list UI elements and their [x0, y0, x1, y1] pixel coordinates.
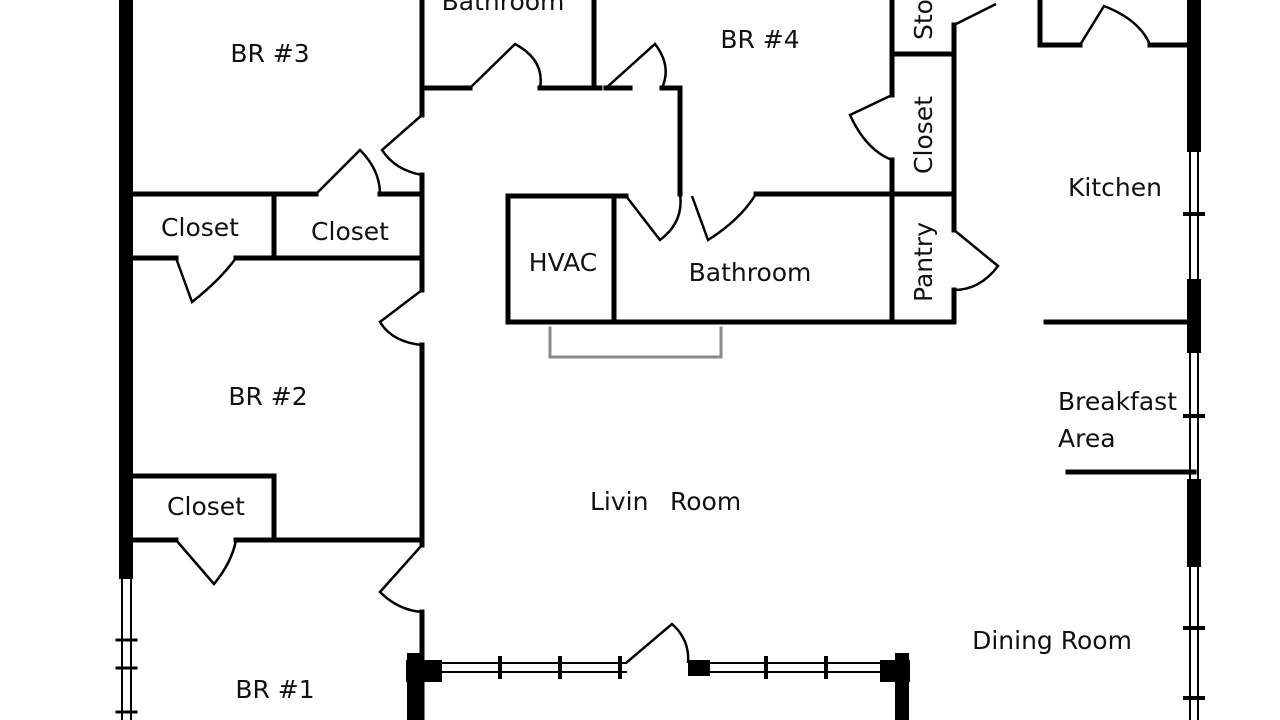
room-label-breakfast-line2: Area: [1058, 424, 1116, 453]
room-label-hvac: HVAC: [529, 248, 597, 277]
door-swing: [378, 544, 423, 614]
wall-post: [688, 660, 710, 676]
door-swing: [953, 2, 997, 27]
room-label-bathroom-center: Bathroom: [689, 258, 812, 287]
door-swing: [315, 148, 382, 195]
room-label-living-room-rest: Room: [670, 487, 741, 516]
door-swings: [174, 2, 1152, 664]
door-swing: [469, 42, 542, 89]
door-swing: [953, 229, 1000, 292]
door-swing: [380, 114, 423, 177]
room-label-br1: BR #1: [235, 675, 314, 704]
room-label-br2: BR #2: [228, 382, 307, 411]
room-label-storage: Sto: [909, 0, 938, 40]
door-swing: [605, 42, 667, 89]
door-swing: [848, 93, 893, 162]
room-label-br4: BR #4: [720, 25, 799, 54]
door-swing: [378, 289, 423, 347]
walls: [115, 0, 1205, 720]
room-label-bathroom-top: Bathroom: [442, 0, 565, 16]
door-swing: [1078, 4, 1152, 46]
door-swing: [625, 622, 690, 664]
counter-outline: [548, 326, 723, 359]
room-label-kitchen: Kitchen: [1068, 173, 1162, 202]
door-swing: [175, 539, 238, 586]
room-label-closet-left-2: Closet: [311, 217, 389, 246]
room-label-breakfast-line1: Breakfast: [1058, 387, 1177, 416]
room-label-living-room: Livin: [590, 487, 648, 516]
room-label-pantry: Pantry: [909, 222, 938, 302]
room-label-closet-right: Closet: [909, 96, 938, 174]
door-swing: [690, 193, 758, 242]
room-label-closet-lower: Closet: [167, 492, 245, 521]
room-label-br3: BR #3: [230, 39, 309, 68]
room-label-closet-left-1: Closet: [161, 213, 239, 242]
room-label-dining-room: Dining Room: [972, 626, 1132, 655]
door-swing: [174, 257, 238, 305]
room-labels: BR #3 Bathroom BR #4 Sto Closet Kitchen …: [161, 0, 1177, 704]
door-swing: [625, 193, 682, 242]
